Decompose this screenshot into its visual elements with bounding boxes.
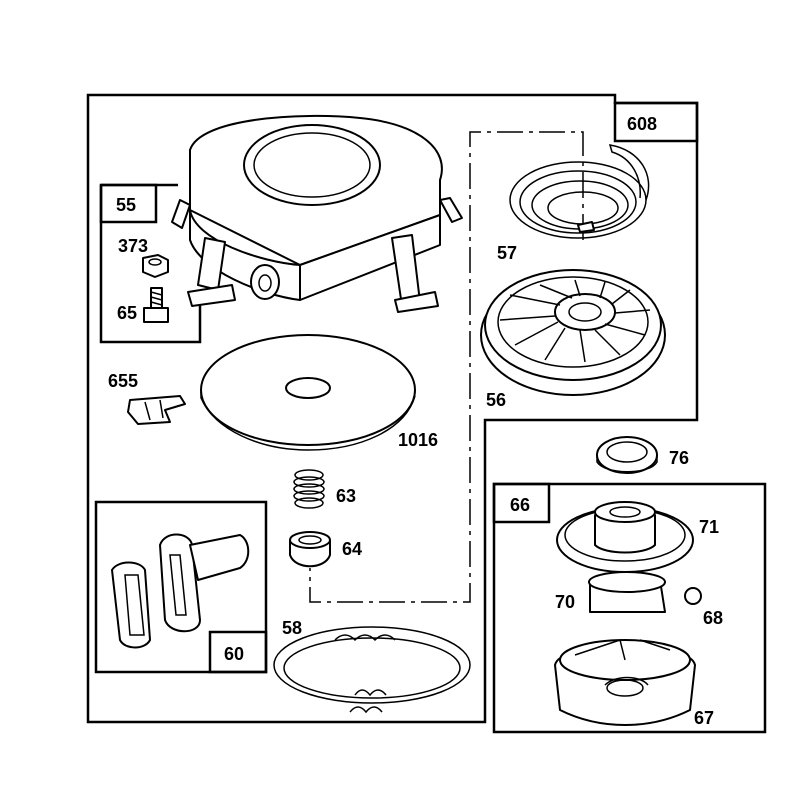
label-655: 655 xyxy=(108,371,138,391)
nut-373-drawing xyxy=(142,254,169,278)
label-58: 58 xyxy=(282,618,302,638)
pulley-56-drawing xyxy=(480,269,666,396)
label-64: 64 xyxy=(342,539,362,559)
label-373: 373 xyxy=(118,236,148,256)
label-71: 71 xyxy=(699,517,719,537)
retainer-70-drawing xyxy=(588,571,666,613)
blower-housing-drawing xyxy=(171,114,463,313)
kit-box-60 xyxy=(94,500,268,674)
housing-67-drawing xyxy=(554,639,696,726)
seal-76-drawing xyxy=(596,436,658,474)
spring-63-drawing xyxy=(293,469,325,509)
ratchet-71-drawing xyxy=(556,501,694,573)
label-68: 68 xyxy=(703,608,723,628)
label-63: 63 xyxy=(336,486,356,506)
ball-68-drawing xyxy=(684,587,702,605)
label-66: 66 xyxy=(510,495,530,515)
label-608: 608 xyxy=(627,114,657,134)
screen-1016-drawing xyxy=(200,334,416,451)
kit-box-55 xyxy=(99,183,202,344)
spring-57-drawing xyxy=(509,144,650,239)
screw-65-drawing xyxy=(143,287,169,323)
rope-58-drawing xyxy=(273,626,471,714)
kit-box-66 xyxy=(492,482,767,734)
retainer-64-drawing xyxy=(289,531,331,568)
label-60: 60 xyxy=(224,644,244,664)
alignment-line xyxy=(309,131,584,603)
clip-655-drawing xyxy=(127,395,186,425)
kit-box-608 xyxy=(613,101,699,143)
handle-60-drawing xyxy=(111,533,250,649)
label-76: 76 xyxy=(669,448,689,468)
label-65: 65 xyxy=(117,303,137,323)
label-57: 57 xyxy=(497,243,517,263)
label-56: 56 xyxy=(486,390,506,410)
label-1016: 1016 xyxy=(398,430,438,450)
main-frame xyxy=(86,93,699,724)
label-70: 70 xyxy=(555,592,575,612)
label-67: 67 xyxy=(694,708,714,728)
label-55: 55 xyxy=(116,195,136,215)
